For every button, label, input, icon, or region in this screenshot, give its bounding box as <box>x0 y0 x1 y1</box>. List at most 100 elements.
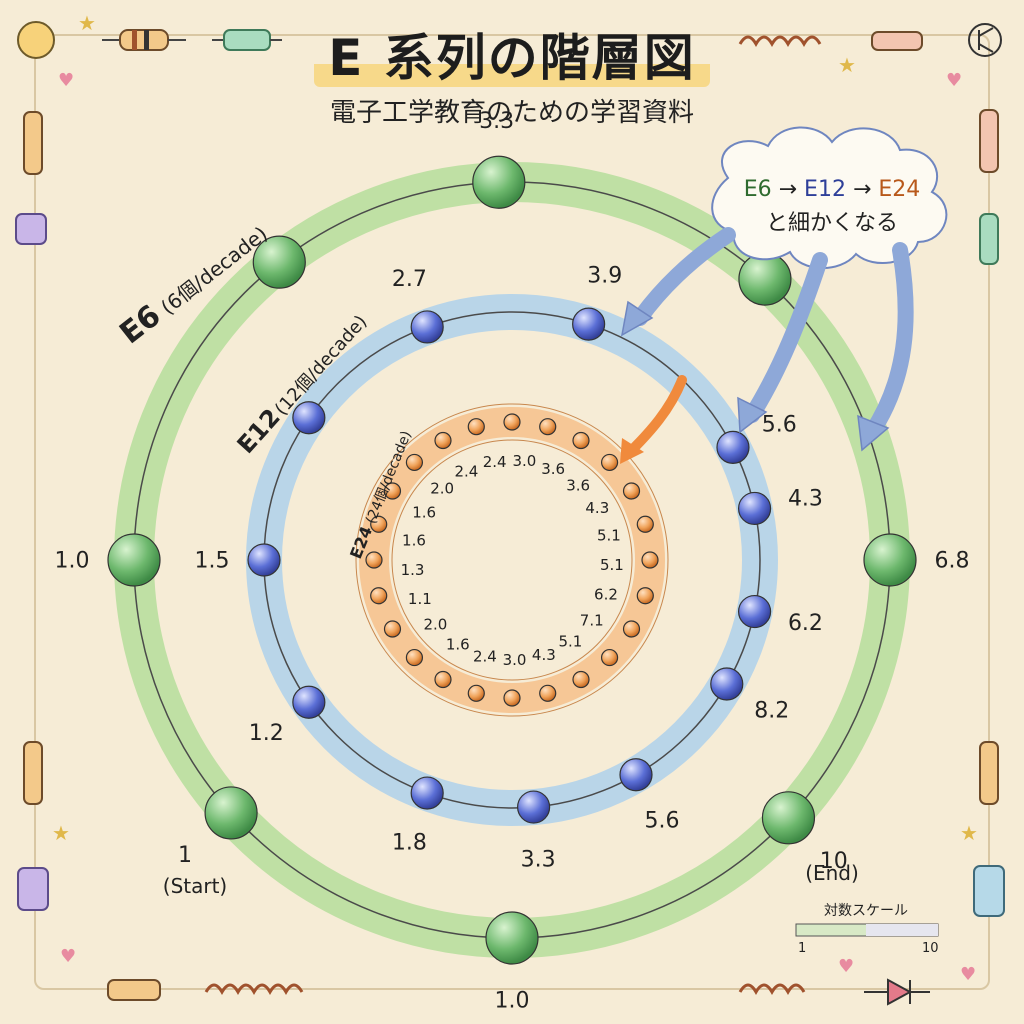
e24-node <box>622 620 641 638</box>
e24-value-label: 3.0 <box>503 651 527 669</box>
end-label: (End) <box>805 861 859 885</box>
start-label: (Start) <box>163 874 227 898</box>
e6-node <box>485 911 539 965</box>
e6-value-label: 6.8 <box>935 549 970 574</box>
arrowhead-e24 <box>737 396 768 434</box>
inductor-icon <box>738 35 822 48</box>
e12-node <box>410 310 444 344</box>
star-icon: ★ <box>52 821 70 845</box>
e24-node <box>503 413 521 431</box>
e24-value-label: 3.6 <box>541 460 565 478</box>
e24-value-label: 6.2 <box>594 585 618 603</box>
arrow-to-e24 <box>744 252 828 423</box>
e12-node <box>247 543 281 577</box>
e24-node <box>572 670 590 689</box>
page-subtitle: 電子工学教育のための学習資料 <box>329 98 694 128</box>
e12-value-label: 1.8 <box>392 831 427 856</box>
arrowhead-orange <box>620 438 644 464</box>
e24-value-label: 5.1 <box>597 527 621 545</box>
callout-cloud: E6 → E12 → E24 と細かくなる <box>711 126 948 269</box>
e12-node <box>619 758 653 792</box>
e24-value-label: 2.0 <box>430 480 454 498</box>
e6-node <box>107 533 161 587</box>
e24-node <box>365 551 383 569</box>
capacitor-left-icon <box>15 213 47 245</box>
resistor-top-right-icon <box>871 31 923 51</box>
e24-value-label: 2.4 <box>454 462 478 480</box>
e24-node <box>434 431 452 450</box>
decorations: ★ ★ ★ ★ ♥ ♥ ♥ ♥ ♥ <box>15 11 1005 1006</box>
e12-node <box>292 401 326 435</box>
e24-value-label: 4.3 <box>585 499 609 517</box>
e12-value-label: 5.6 <box>762 413 797 438</box>
e24-value-label: 1.6 <box>402 531 426 549</box>
e24-node <box>539 418 557 436</box>
callout-arrows <box>632 227 914 440</box>
callout-e6: E6 <box>744 177 772 202</box>
callout-e12: E12 <box>804 177 846 202</box>
capacitor-right-icon <box>979 213 999 265</box>
resistor-right-bottom-icon <box>979 741 999 805</box>
page-title: E 系列の階層図 <box>0 18 1024 90</box>
e24-node <box>600 453 619 472</box>
e24-node <box>600 648 619 667</box>
heart-icon: ♥ <box>946 70 962 91</box>
star-icon: ★ <box>960 821 978 845</box>
e12-value-label: 3.9 <box>587 263 622 288</box>
e24-value-label: 2.4 <box>473 648 497 666</box>
e24-value-label: 1.6 <box>412 503 436 521</box>
resistor-right-icon <box>979 109 999 173</box>
e6-node <box>472 155 526 209</box>
star-icon: ★ <box>78 11 96 35</box>
e12-node <box>737 491 772 526</box>
arrow-orange <box>625 375 687 457</box>
log-scale-legend: 対数スケール 1 10 <box>795 903 939 956</box>
e12-node <box>716 430 750 465</box>
e6-node <box>738 252 792 306</box>
callout-arrow-1: → <box>779 177 797 202</box>
e6-node <box>863 533 917 587</box>
e24-node <box>434 670 452 689</box>
nodes-layer <box>107 155 917 965</box>
capacitor-left-bottom-icon <box>17 867 49 911</box>
e12-ring <box>246 294 778 826</box>
e24-value-label: 5.1 <box>600 556 624 574</box>
e12-value-label: 4.3 <box>788 486 823 511</box>
transistor-icon <box>968 23 1002 57</box>
resistor-left-bottom-icon <box>23 741 43 805</box>
e24-node <box>370 515 388 533</box>
e24-value-label: 1.1 <box>408 590 432 608</box>
e24-value-label: 7.1 <box>580 612 604 630</box>
heart-icon: ♥ <box>960 964 976 985</box>
e24-ring-inner <box>391 439 633 681</box>
e24-value-label: 2.4 <box>483 453 507 471</box>
inductor-bottom-right-icon <box>738 983 806 996</box>
e24-value-label: 4.3 <box>532 646 556 664</box>
e24-node <box>383 482 402 500</box>
e12-node <box>737 594 772 629</box>
e12-value-label: 6.2 <box>788 611 823 636</box>
legend-min: 1 <box>798 941 806 956</box>
e12-node <box>292 685 326 719</box>
resistor-bottom-icon <box>107 979 161 1001</box>
e12-node <box>410 776 444 810</box>
e6-value-label: 3.3 <box>479 109 514 134</box>
e12-value-label: 2.7 <box>392 267 427 292</box>
e24-value-label: 2.0 <box>423 616 447 634</box>
callout-cloud-shape <box>711 126 948 269</box>
heart-icon: ♥ <box>60 946 76 967</box>
e24-node <box>641 551 659 569</box>
capacitor-right-bottom-icon <box>973 865 1005 917</box>
e6-value-label: 10 <box>820 849 848 874</box>
e12-value-label: 5.6 <box>645 809 680 834</box>
e24-node <box>467 684 485 702</box>
inductor-bottom-left-icon <box>204 983 304 996</box>
e24-ring-outer <box>355 403 669 717</box>
diode-icon <box>864 978 930 1006</box>
e24-node <box>405 453 424 472</box>
e24-value-label: 1.3 <box>401 561 425 579</box>
e6-value-label: 1.0 <box>55 549 90 574</box>
heart-icon: ♥ <box>58 70 74 91</box>
callout-line1: E6 → E12 → E24 <box>744 177 921 202</box>
callout-arrow-2: → <box>853 177 871 202</box>
